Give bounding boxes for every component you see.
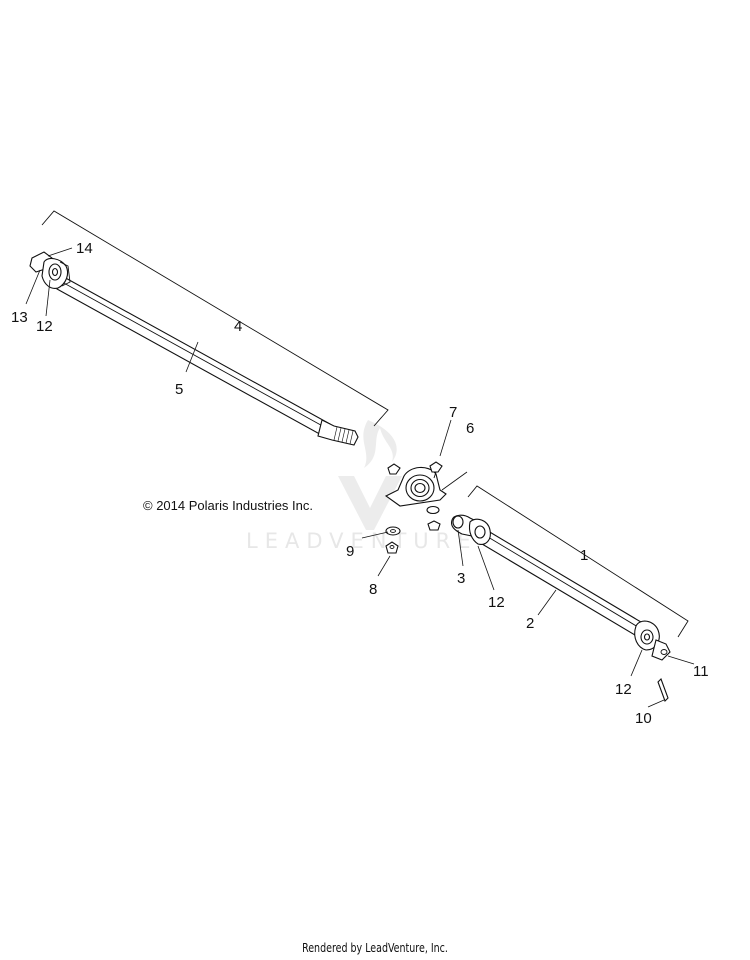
copyright-text: © 2014 Polaris Industries Inc. <box>143 498 313 513</box>
watermark-logo-icon <box>338 420 402 530</box>
leader-lines <box>25 247 695 708</box>
nut-right <box>427 520 441 531</box>
callout-13: 13 <box>11 309 28 326</box>
footer-rendered-by: Rendered by LeadVenture, Inc. <box>302 941 448 955</box>
front-shaft-tube <box>56 275 331 438</box>
callout-8: 8 <box>369 581 377 598</box>
callout-2: 2 <box>526 615 534 632</box>
rear-slip-yoke <box>450 514 491 545</box>
rear-prop-shaft <box>450 485 689 702</box>
roll-pin-10 <box>657 678 669 702</box>
callout-1: 1 <box>580 547 588 564</box>
callout-3: 3 <box>457 570 465 587</box>
watermark: LEADVENTURE <box>246 420 478 553</box>
callout-12-rear-ujoint: 12 <box>615 681 632 698</box>
callout-9: 9 <box>346 543 354 560</box>
watermark-text: LEADVENTURE <box>246 529 478 553</box>
callout-14: 14 <box>76 240 93 257</box>
callouts: 1 2 3 4 5 6 7 8 9 10 11 12 12 12 13 14 <box>11 240 709 727</box>
front-shaft-highlight <box>61 281 329 430</box>
bracket-4 <box>41 210 389 427</box>
front-shaft-spline-end <box>317 419 359 446</box>
nut-8 <box>385 541 399 554</box>
spline-ridges <box>333 426 354 445</box>
washer-right <box>426 505 440 515</box>
callout-7: 7 <box>449 404 457 421</box>
callout-11: 11 <box>693 663 709 680</box>
rear-u-joint <box>634 620 671 661</box>
bolt-7 <box>429 461 443 479</box>
rear-shaft-tube <box>476 527 647 639</box>
callout-12-rear-slip: 12 <box>488 594 505 611</box>
callout-12-front: 12 <box>36 318 53 335</box>
callout-4: 4 <box>234 318 242 335</box>
bracket-1 <box>467 485 689 638</box>
front-u-joint <box>29 251 71 289</box>
washer-9 <box>385 526 401 536</box>
carrier-bearing-assembly <box>384 461 447 554</box>
callout-6: 6 <box>466 420 474 437</box>
callout-10: 10 <box>635 710 652 727</box>
bolt-upper-left <box>387 463 401 475</box>
front-prop-shaft <box>29 210 389 446</box>
callout-5: 5 <box>175 381 183 398</box>
